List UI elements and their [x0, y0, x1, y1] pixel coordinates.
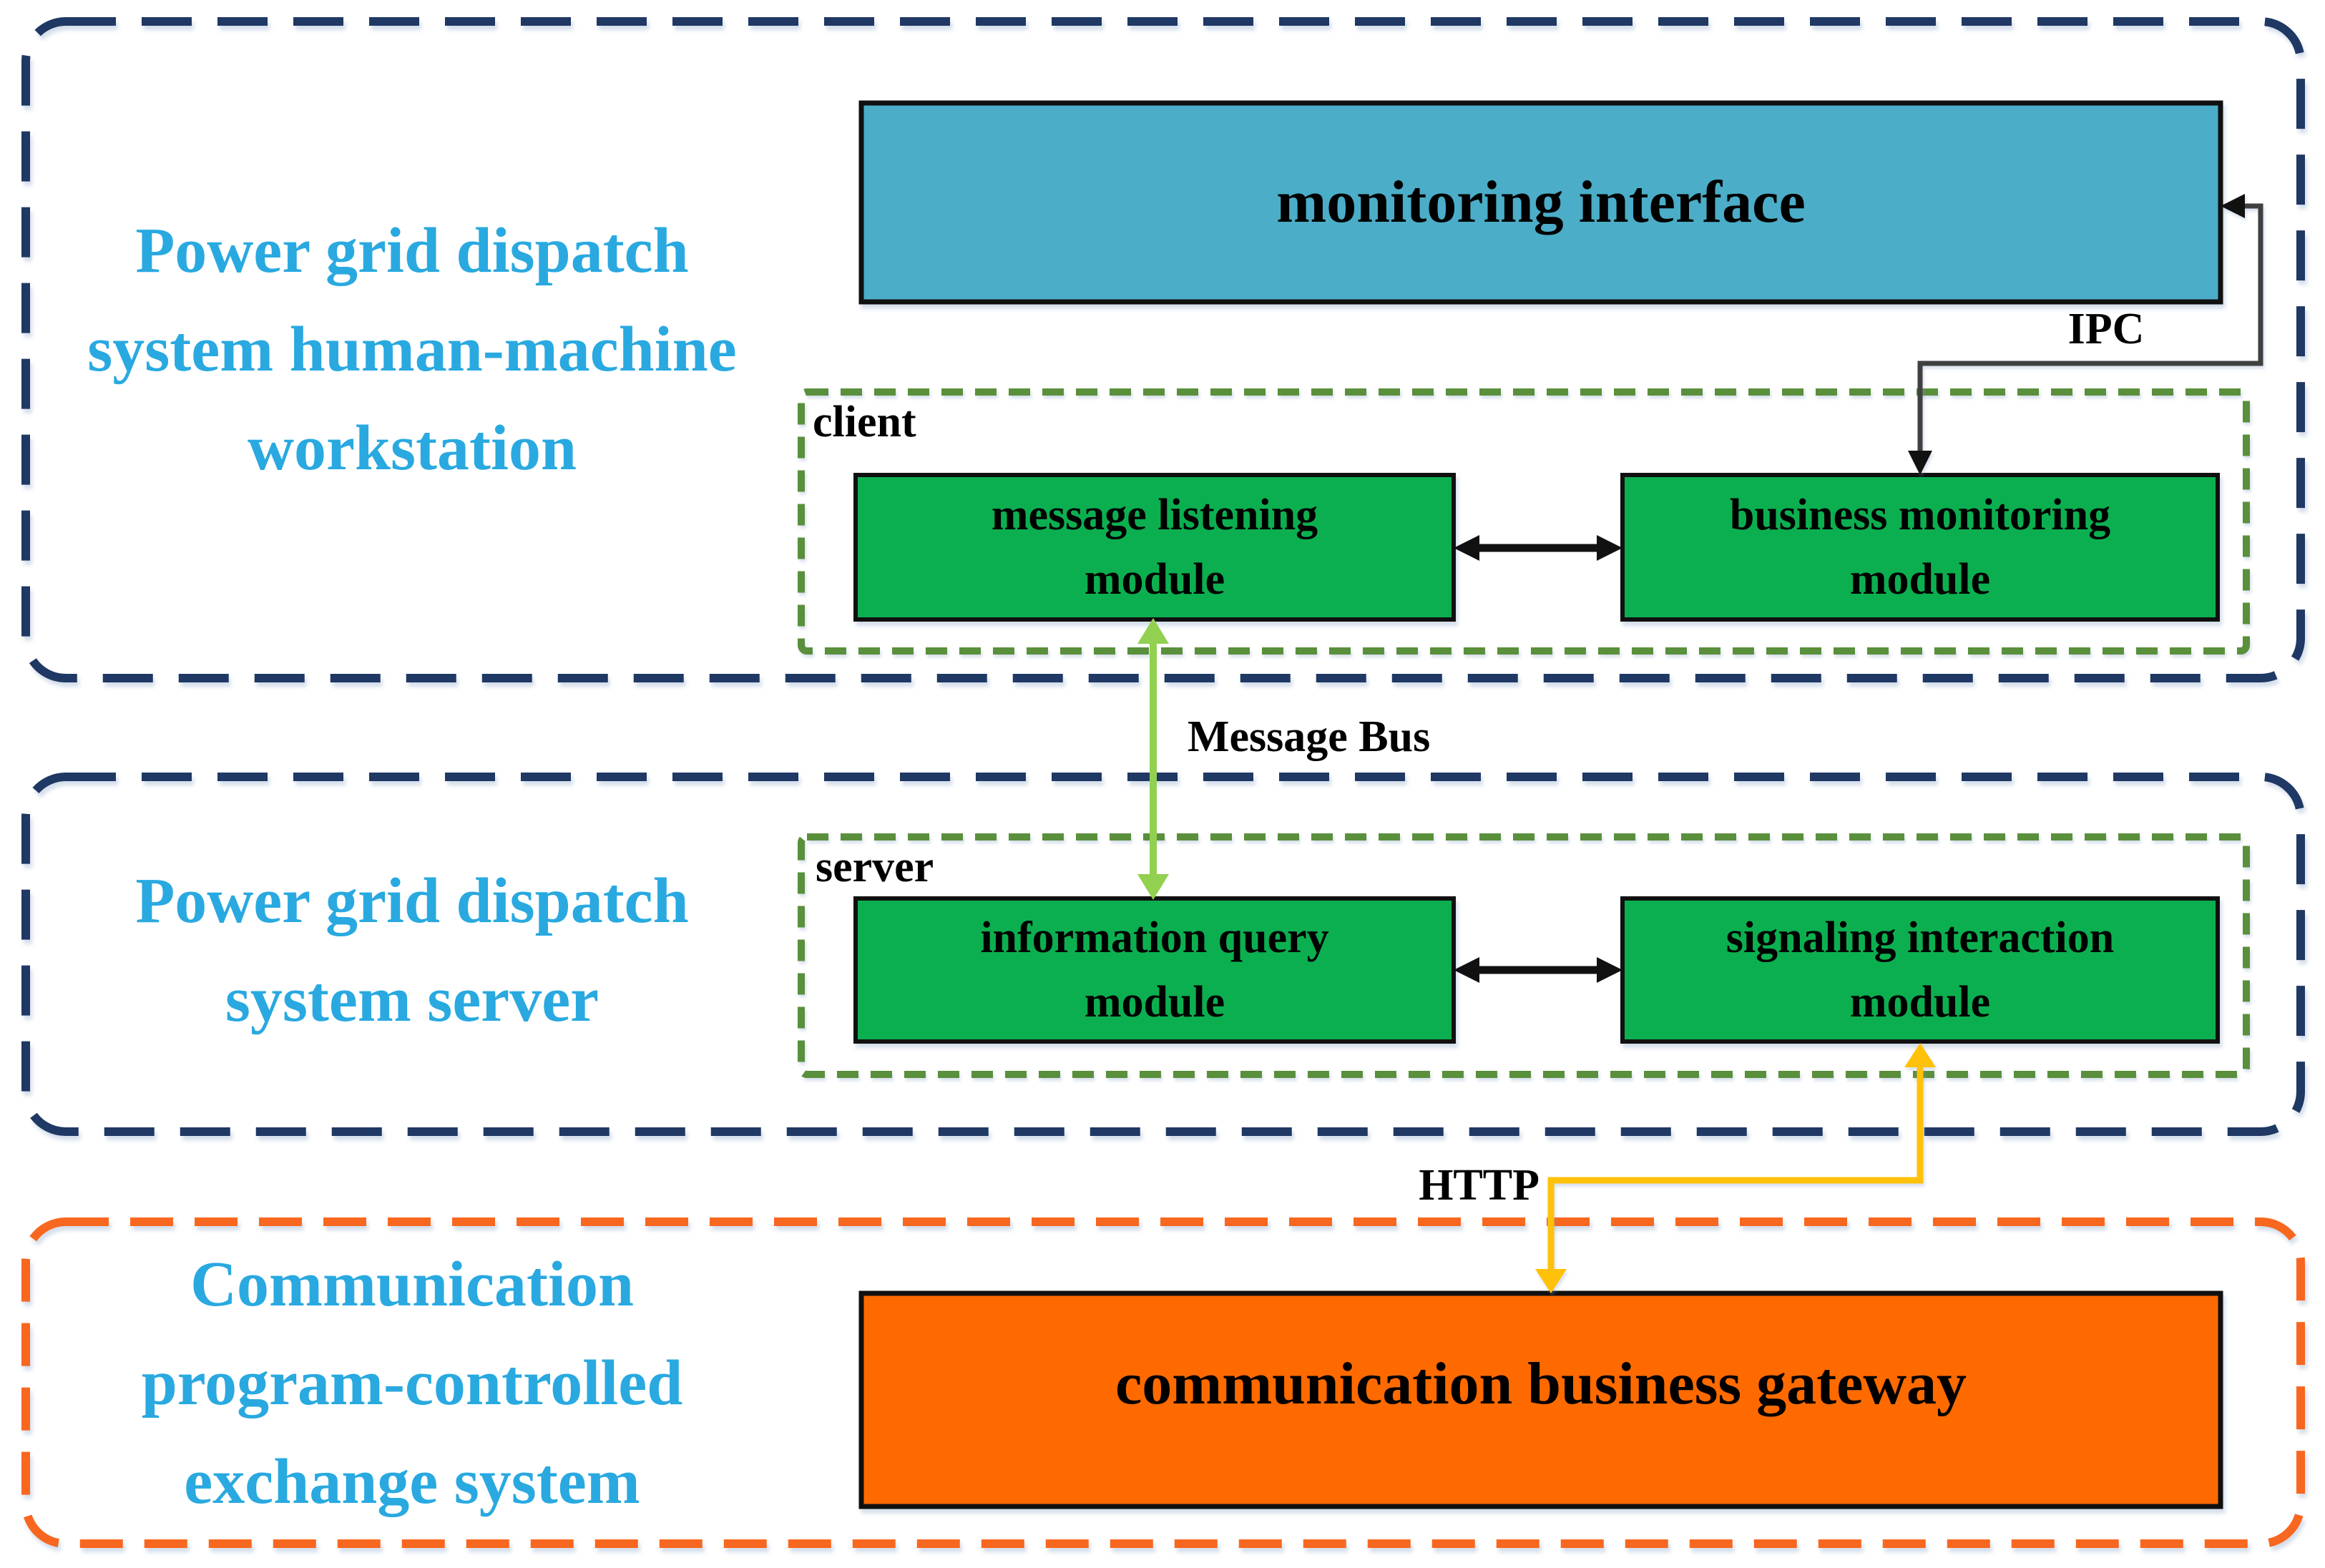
- http-arrow-up-head-icon: [1904, 1043, 1936, 1067]
- business-monitoring-line-1: business monitoring: [1729, 491, 2111, 539]
- http-arrow-down-head-icon: [1535, 1269, 1567, 1293]
- workstation-section-border: [21, 17, 2305, 682]
- message-bus-up-head-icon: [1137, 618, 1169, 644]
- business-monitoring-box: [1620, 473, 2220, 622]
- monitoring-interface-box: [858, 100, 2223, 305]
- client-modules-double-arrow: [1454, 535, 1622, 561]
- message-listening-box: [853, 473, 1456, 622]
- message-listening-line-2: module: [1084, 555, 1225, 604]
- server-modules-double-arrow: [1454, 957, 1622, 983]
- exchange-label-line-3: exchange system: [184, 1446, 640, 1517]
- ipc-connector: [1908, 194, 2263, 475]
- message-bus-down-head-icon: [1137, 874, 1169, 900]
- server-section-label: Power grid dispatch system server: [26, 852, 798, 1049]
- client-group-border: [798, 388, 2250, 655]
- business-monitoring-line-2: module: [1849, 555, 1991, 604]
- server-group-label: server: [816, 843, 934, 891]
- server-label-line-1: Power grid dispatch: [135, 866, 689, 936]
- information-query-box: [853, 896, 1456, 1044]
- client-double-arrow-right-head-icon: [1597, 535, 1622, 561]
- server-double-arrow-right-head-icon: [1597, 957, 1622, 983]
- workstation-label-line-1: Power grid dispatch: [135, 215, 689, 286]
- client-double-arrow-left-head-icon: [1454, 535, 1479, 561]
- message-bus-connector: [1137, 618, 1169, 900]
- exchange-section-label: Communication program-controlled exchang…: [26, 1235, 798, 1532]
- message-listening-line-1: message listening: [991, 491, 1318, 539]
- ipc-arrow-left-head-icon: [2221, 194, 2245, 218]
- ipc-connector-label: IPC: [2067, 305, 2145, 353]
- signaling-interaction-label: signaling interaction module: [1622, 898, 2218, 1042]
- http-connector-label: HTTP: [1419, 1161, 1540, 1210]
- ipc-arrow-down-head-icon: [1908, 451, 1932, 475]
- client-group-label: client: [813, 398, 916, 446]
- server-label-line-2: system server: [225, 964, 599, 1035]
- information-query-line-1: information query: [980, 913, 1329, 962]
- exchange-section-border: [21, 1217, 2305, 1548]
- server-group-border: [798, 833, 2250, 1078]
- workstation-section-label: Power grid dispatch system human-machine…: [26, 202, 798, 498]
- signaling-interaction-line-1: signaling interaction: [1726, 913, 2115, 962]
- business-monitoring-label: business monitoring module: [1622, 475, 2218, 619]
- signaling-interaction-line-2: module: [1849, 978, 1991, 1026]
- information-query-label: information query module: [856, 898, 1454, 1042]
- information-query-line-2: module: [1084, 978, 1225, 1026]
- exchange-label-line-2: program-controlled: [141, 1348, 683, 1418]
- workstation-label-line-2: system human-machine: [87, 314, 737, 385]
- gateway-box: [858, 1290, 2223, 1509]
- message-listening-label: message listening module: [856, 475, 1454, 619]
- http-connector: [1535, 1043, 1936, 1293]
- http-connector-line: [1547, 1063, 1924, 1272]
- server-double-arrow-left-head-icon: [1454, 957, 1479, 983]
- gateway-label: communication business gateway: [1115, 1351, 1967, 1417]
- message-bus-connector-label: Message Bus: [1188, 712, 1431, 761]
- server-section-border: [21, 773, 2305, 1136]
- workstation-label-line-3: workstation: [247, 413, 577, 484]
- exchange-label-line-1: Communication: [190, 1249, 635, 1320]
- monitoring-interface-label: monitoring interface: [1276, 169, 1806, 235]
- ipc-connector-line: [1917, 203, 2263, 455]
